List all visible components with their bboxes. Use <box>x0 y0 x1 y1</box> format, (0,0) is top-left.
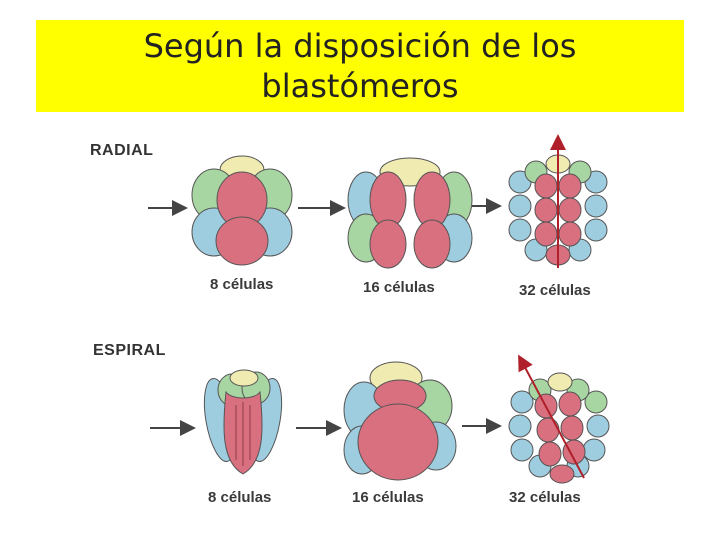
radial-32-cell-embryo <box>508 154 608 266</box>
radial-8-cell-embryo <box>191 155 293 266</box>
title-line-2: blastómeros <box>261 67 459 105</box>
title-line-1: Según la disposición de los <box>143 27 577 65</box>
radial-16-cell-embryo <box>347 157 473 269</box>
espiral-stage-3-label: 32 células <box>509 489 581 506</box>
row-label-radial: RADIAL <box>90 142 154 159</box>
title-banner: Según la disposición de los blastómeros <box>36 20 684 112</box>
espiral-stage-2-label: 16 células <box>352 489 424 506</box>
espiral-stage-1-label: 8 células <box>208 489 272 506</box>
radial-stage-1-label: 8 células <box>210 276 274 293</box>
radial-stage-3-label: 32 células <box>519 282 591 299</box>
row-label-espiral: ESPIRAL <box>93 342 166 359</box>
radial-stage-2-label: 16 células <box>363 279 435 296</box>
espiral-axis-arrow <box>518 354 585 479</box>
espiral-32-cell-embryo <box>508 372 610 484</box>
espiral-16-cell-embryo <box>343 361 457 481</box>
espiral-8-cell-embryo <box>203 369 283 475</box>
